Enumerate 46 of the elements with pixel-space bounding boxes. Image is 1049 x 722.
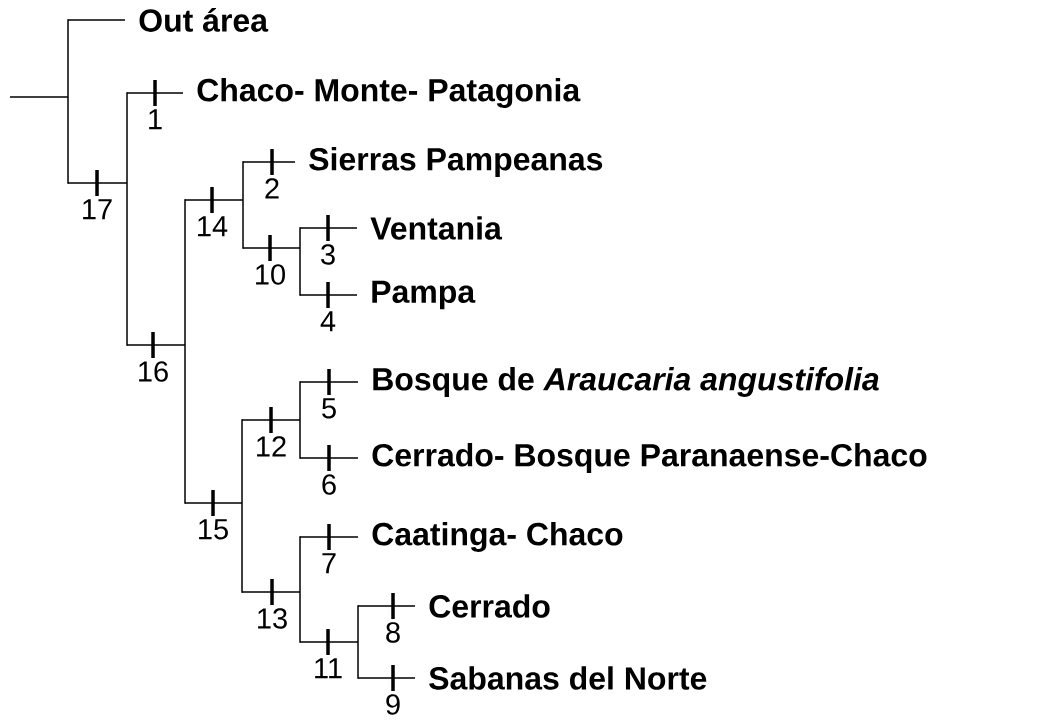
branch-line [241, 419, 301, 421]
taxon-label: Caatinga- Chaco [372, 522, 623, 552]
branch-number: 7 [322, 553, 336, 574]
branch-line [299, 536, 359, 538]
branch-number: 3 [321, 244, 335, 265]
branch-line [126, 92, 184, 94]
branch-number: 4 [320, 311, 336, 332]
branch-line [241, 591, 301, 593]
branch-line [357, 677, 416, 679]
branch-line [184, 502, 243, 504]
branch-line [67, 19, 126, 21]
branch-number: 15 [199, 519, 228, 540]
branch-line [242, 161, 296, 163]
taxon-label: Sierras Pampeanas [309, 147, 603, 177]
branch-number: 1 [149, 109, 162, 130]
taxon-label: Chaco- Monte- Patagonia [197, 78, 581, 108]
branch-line [299, 294, 358, 296]
branch-number: 11 [315, 658, 342, 679]
branch-number: 6 [322, 474, 336, 495]
branch-number: 12 [257, 436, 286, 457]
branch-number: 17 [83, 199, 112, 220]
taxon-label: Pampa [372, 280, 476, 310]
branch-number: 13 [258, 608, 287, 629]
branch-line [126, 344, 186, 346]
taxon-label: Out área [139, 8, 269, 32]
taxon-label: Sabanas del Norte [429, 666, 707, 690]
branch-line [184, 199, 244, 201]
branch-line [357, 605, 416, 607]
branch-number: 9 [386, 694, 400, 715]
branch-number: 16 [139, 361, 168, 382]
branch-line [299, 227, 358, 229]
branch-number: 8 [386, 622, 400, 643]
taxon-label: Cerrado [429, 594, 550, 618]
branch-line [299, 381, 359, 383]
branch-line [242, 247, 301, 249]
taxon-label: Bosque de Araucaria angustifolia [373, 367, 879, 397]
taxon-label: Ventania [370, 216, 503, 240]
taxon-label: Cerrado- Bosque Paranaense-Chaco [372, 443, 927, 473]
branch-line [299, 457, 359, 459]
branch-number: 5 [322, 398, 336, 419]
branch-line [9, 96, 69, 98]
branch-number: 2 [265, 178, 279, 199]
branch-number: 10 [256, 264, 285, 285]
branch-line [67, 182, 128, 184]
branch-number: 14 [198, 216, 228, 237]
branch-line [299, 641, 359, 643]
